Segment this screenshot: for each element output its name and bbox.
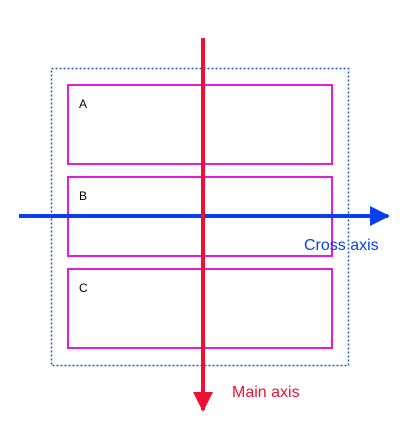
flex-item-c: C <box>67 268 333 349</box>
flex-item-b-label: B <box>79 189 87 203</box>
flex-item-c-box <box>67 268 333 349</box>
cross-axis-label: Cross axis <box>304 237 379 254</box>
flex-item-a-label: A <box>79 97 87 111</box>
main-axis-label: Main axis <box>232 384 300 401</box>
flex-item-c-label: C <box>79 281 88 295</box>
flex-item-a: A <box>67 84 333 165</box>
flex-item-a-box <box>67 84 333 165</box>
